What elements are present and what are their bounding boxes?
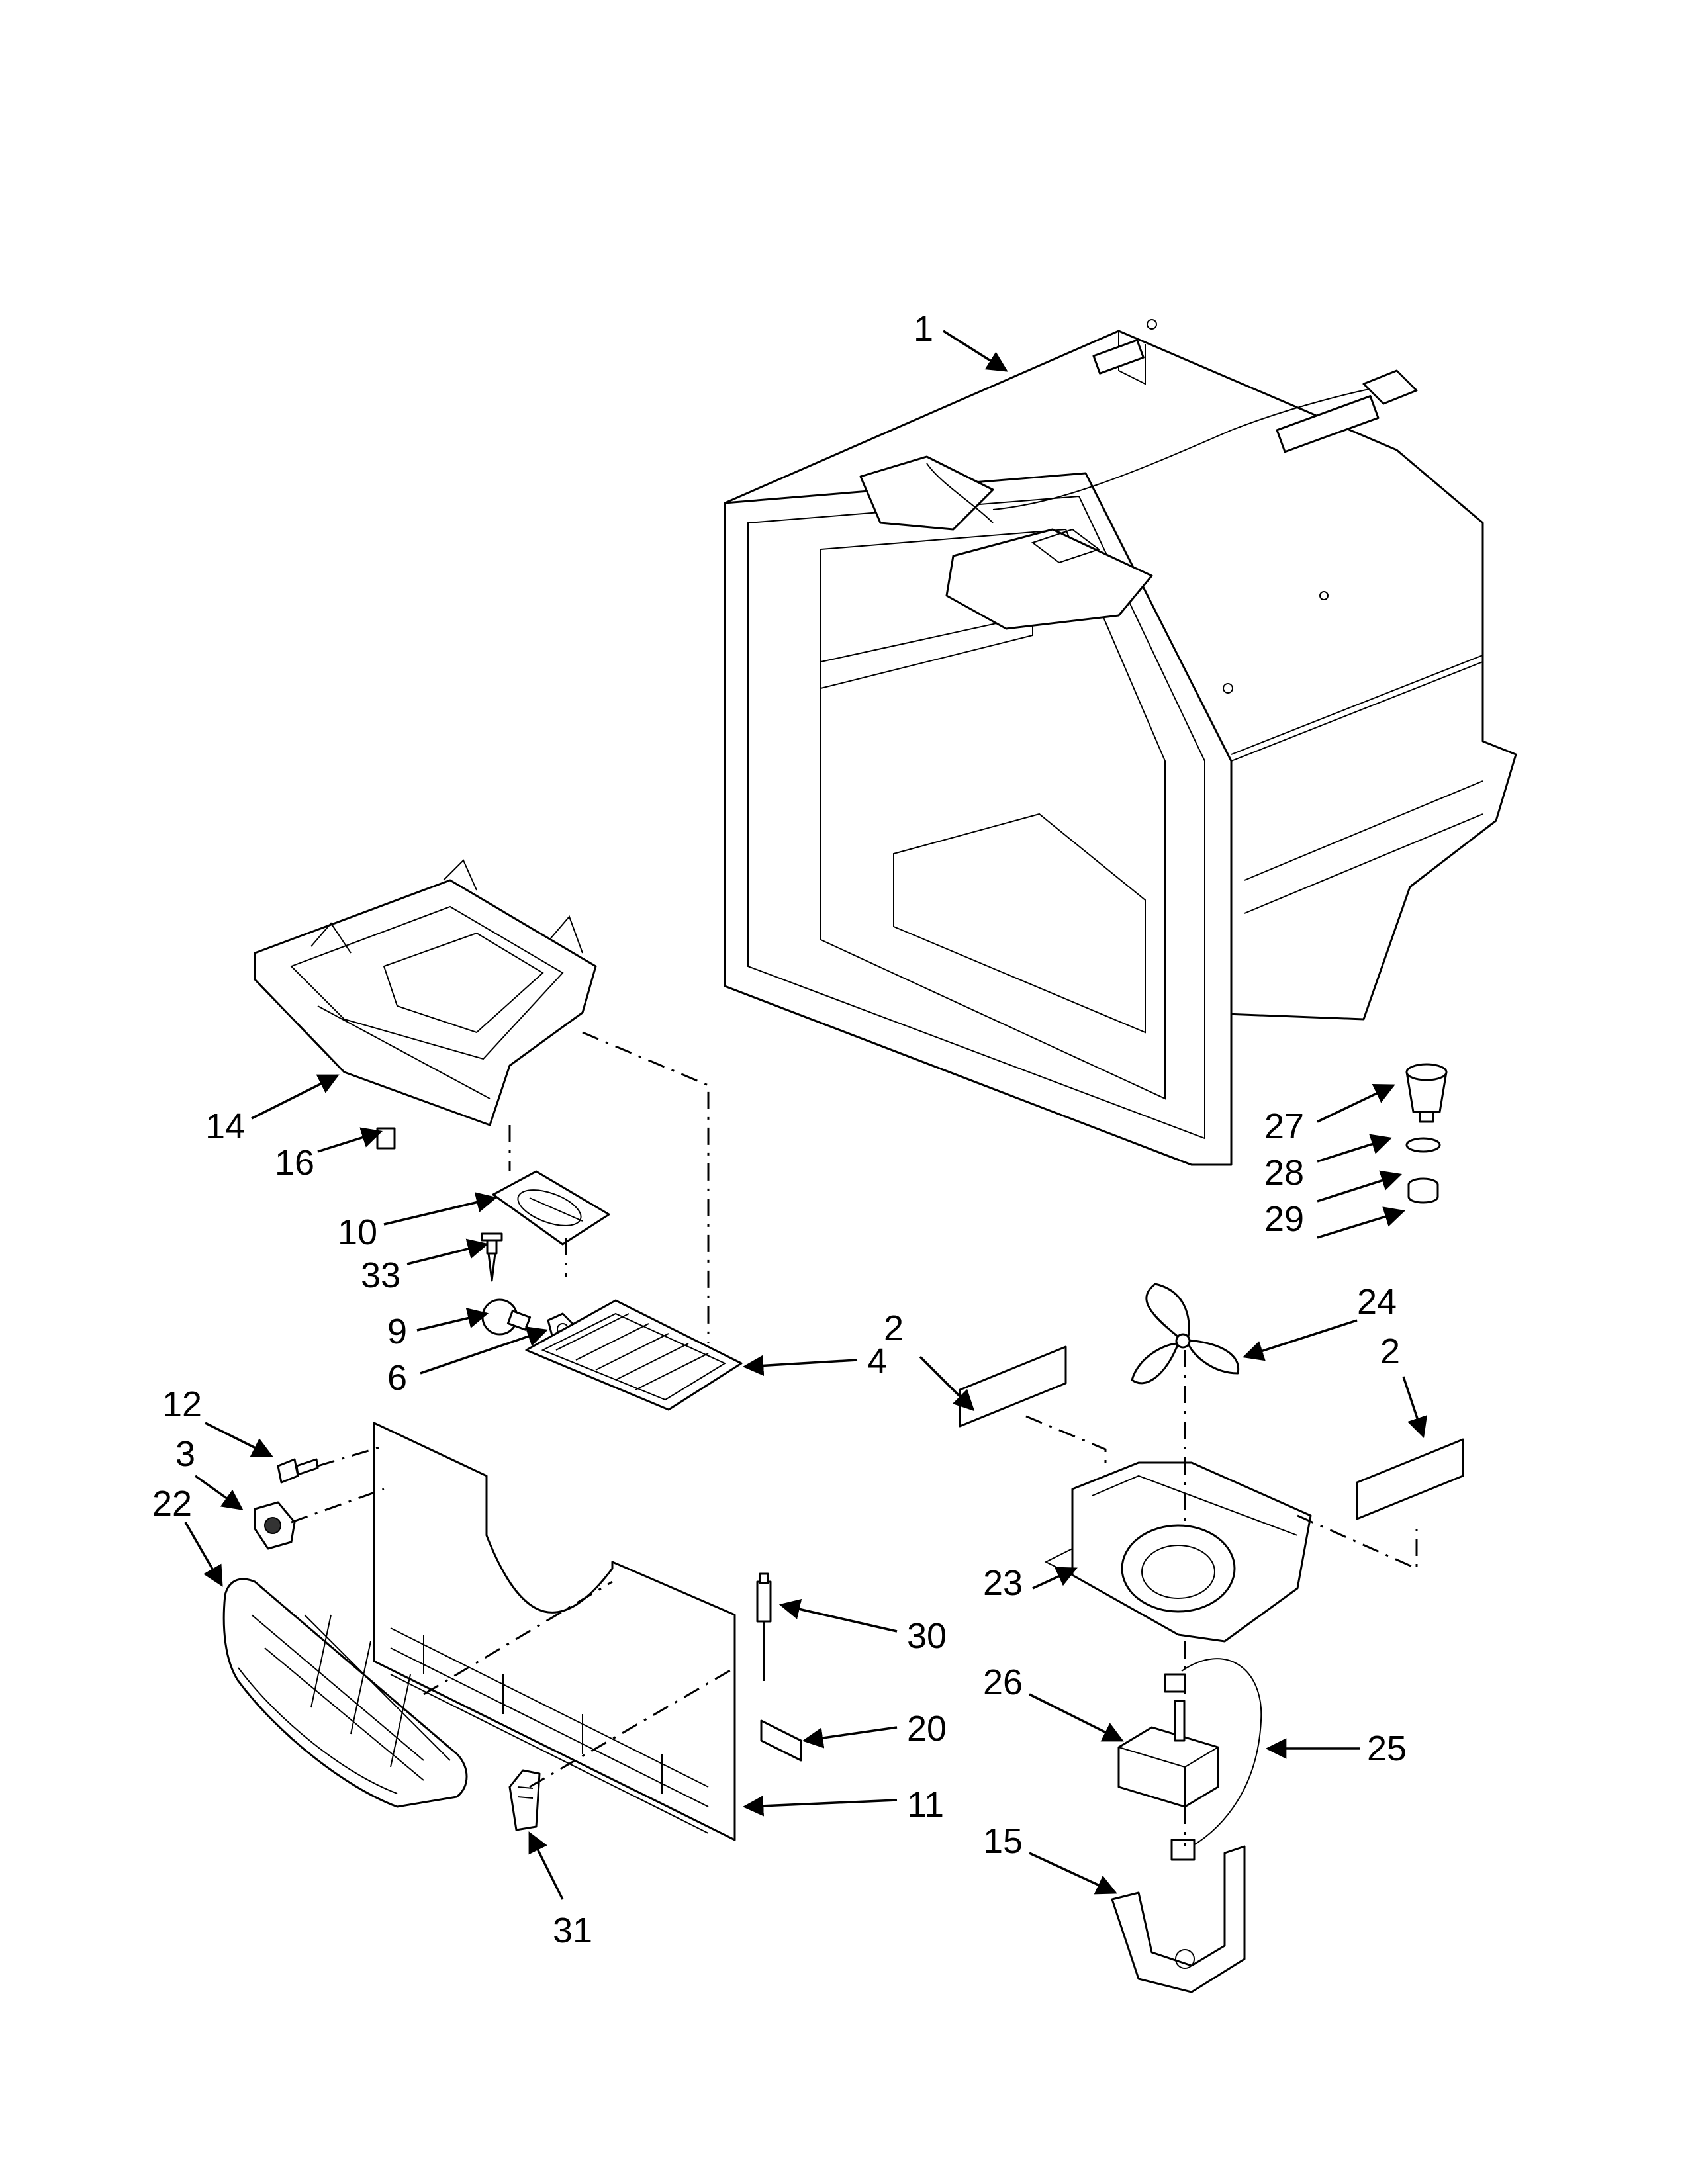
foam-block-part-2-right (1356, 1438, 1464, 1520)
tray-part-4 (525, 1299, 743, 1411)
lens-part-10 (492, 1170, 610, 1246)
fan-blade-part-24 (1131, 1283, 1240, 1385)
strip-part-20 (760, 1719, 802, 1762)
callout-16: 16 (275, 1143, 314, 1183)
screw-part-33 (481, 1232, 503, 1282)
light-housing-part-14 (254, 859, 597, 1126)
callout-31: 31 (553, 1911, 592, 1950)
callout-27: 27 (1264, 1107, 1304, 1146)
callout-1: 1 (914, 309, 933, 349)
callout-33: 33 (361, 1255, 400, 1295)
callout-22: 22 (152, 1484, 192, 1524)
callout-3: 3 (175, 1434, 195, 1474)
thermistor-part-30 (756, 1572, 772, 1681)
fan-shroud-part-23 (1044, 1461, 1312, 1643)
foam-block-part-2-left (959, 1345, 1067, 1428)
callout-10: 10 (338, 1212, 377, 1252)
leader-lines (184, 330, 1427, 1900)
panel-part-11 (373, 1422, 736, 1841)
grille-part-22 (222, 1578, 468, 1808)
bracket-part-15 (1111, 1839, 1246, 1993)
callout-2-right: 2 (1380, 1332, 1400, 1371)
freezer-liner-part-1 (724, 319, 1517, 1166)
clip-part-31 (508, 1769, 541, 1831)
callout-2-left: 2 (884, 1308, 904, 1348)
callout-15: 15 (983, 1821, 1023, 1861)
bulb-part-9 (481, 1298, 532, 1336)
control-part-3 (254, 1501, 296, 1550)
callout-12: 12 (162, 1385, 202, 1424)
callout-labels: 1 14 16 10 33 9 6 4 2 24 2 27 28 29 12 3… (152, 309, 1407, 1950)
callout-9: 9 (387, 1312, 407, 1351)
wire-part-25 (1181, 1658, 1262, 1847)
callout-11: 11 (907, 1785, 944, 1825)
callout-25: 25 (1367, 1729, 1407, 1768)
screw-part-12 (277, 1458, 319, 1484)
motor-part-26 (1117, 1673, 1219, 1808)
callout-6: 6 (387, 1358, 407, 1398)
callout-23: 23 (983, 1563, 1023, 1603)
callout-30: 30 (907, 1616, 947, 1656)
callout-4: 4 (867, 1342, 887, 1381)
spacer-part-29 (1407, 1177, 1439, 1204)
callout-26: 26 (983, 1662, 1023, 1702)
callout-14: 14 (205, 1107, 245, 1146)
caster-part-27 (1405, 1063, 1448, 1123)
callout-20: 20 (907, 1709, 947, 1749)
alignment-lines (291, 1031, 1418, 1846)
callout-24: 24 (1357, 1282, 1397, 1322)
washer-part-28 (1405, 1137, 1441, 1153)
callout-28: 28 (1264, 1153, 1304, 1193)
callout-29: 29 (1264, 1199, 1304, 1239)
